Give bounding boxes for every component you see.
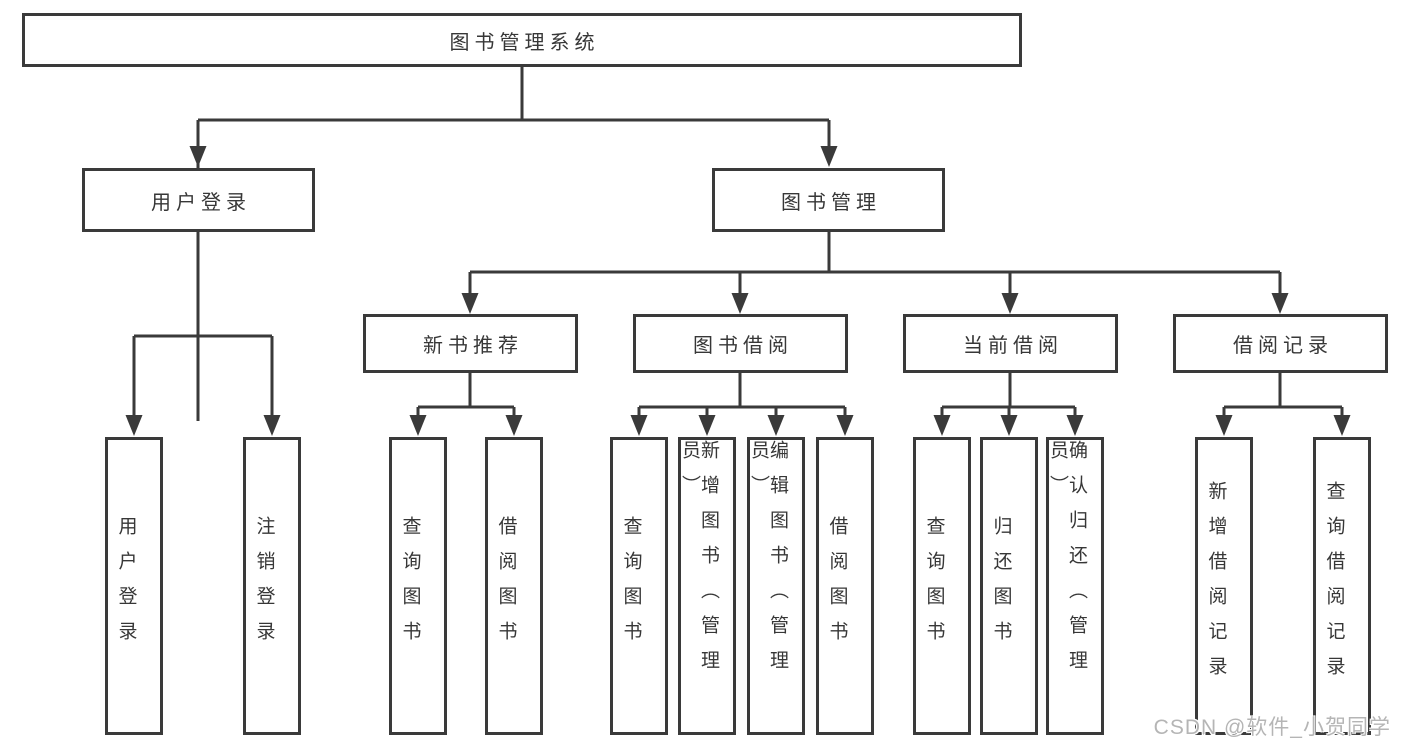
node-new-book-recommend-label: 新书推荐: [423, 335, 523, 357]
node-root: 图书管理系统: [22, 13, 1022, 67]
arrowhead: [461, 293, 479, 314]
node-user-login: 用户登录: [82, 168, 315, 232]
watermark: CSDN @软件_小贺同学: [1153, 716, 1391, 739]
node-book-management: 图书管理: [712, 168, 945, 232]
node-leaf-borrow-borrow-books: 借阅图书: [816, 437, 874, 735]
node-borrow-records-label: 借阅记录: [1233, 335, 1333, 357]
arrowhead: [189, 146, 207, 167]
connector-lines: [132, 67, 1344, 421]
node-current-borrow: 当前借阅: [903, 314, 1118, 373]
arrowhead: [630, 415, 648, 436]
arrowhead: [1000, 415, 1018, 436]
node-leaf-recommend-borrow-books: 借阅图书: [485, 437, 543, 735]
arrowhead: [1333, 415, 1351, 436]
arrowhead: [820, 146, 838, 167]
arrowhead: [767, 415, 785, 436]
arrowhead: [731, 293, 749, 314]
node-root-label: 图书管理系统: [449, 31, 600, 54]
arrowhead: [698, 415, 716, 436]
leaf-label: 新增借阅记录: [1205, 481, 1227, 691]
node-leaf-borrow-add-books-admin: 新增图书（管理员）: [678, 437, 736, 735]
node-leaf-current-return-books: 归还图书: [980, 437, 1038, 735]
node-new-book-recommend: 新书推荐: [363, 314, 578, 373]
node-leaf-records-add-record: 新增借阅记录: [1195, 437, 1253, 735]
arrowhead: [409, 415, 427, 436]
leaf-label: 确认归还（管理员）: [1047, 440, 1087, 685]
leaf-label: 查询图书: [923, 516, 945, 656]
leaf-label: 借阅图书: [826, 516, 848, 656]
arrowhead: [836, 415, 854, 436]
node-book-management-label: 图书管理: [781, 191, 881, 214]
node-leaf-borrow-edit-books-admin: 编辑图书（管理员）: [747, 437, 805, 735]
node-leaf-borrow-query-books: 查询图书: [610, 437, 668, 735]
arrowhead: [933, 415, 951, 436]
node-book-borrow: 图书借阅: [633, 314, 848, 373]
arrowhead: [1215, 415, 1233, 436]
leaf-label: 注销登录: [253, 516, 275, 656]
arrowhead: [505, 415, 523, 436]
arrowhead: [1001, 293, 1019, 314]
node-leaf-current-confirm-return-admin: 确认归还（管理员）: [1046, 437, 1104, 735]
leaf-label: 编辑图书（管理员）: [748, 440, 788, 685]
leaf-label: 查询借阅记录: [1323, 481, 1345, 691]
leaf-label: 新增图书（管理员）: [679, 440, 719, 685]
node-user-login-label: 用户登录: [151, 191, 251, 214]
node-leaf-current-query-books: 查询图书: [913, 437, 971, 735]
node-leaf-recommend-query-books: 查询图书: [389, 437, 447, 735]
leaf-label: 查询图书: [399, 516, 421, 656]
arrowhead: [1066, 415, 1084, 436]
node-book-borrow-label: 图书借阅: [693, 335, 793, 357]
leaf-label: 归还图书: [990, 516, 1012, 656]
node-leaf-records-query-record: 查询借阅记录: [1313, 437, 1371, 735]
node-leaf-user-login: 用户登录: [105, 437, 163, 735]
node-current-borrow-label: 当前借阅: [963, 335, 1063, 357]
leaf-label: 借阅图书: [495, 516, 517, 656]
arrowhead: [263, 415, 281, 436]
leaf-label: 用户登录: [115, 516, 137, 656]
arrowhead: [125, 415, 143, 436]
node-borrow-records: 借阅记录: [1173, 314, 1388, 373]
leaf-label: 查询图书: [620, 516, 642, 656]
node-leaf-logout: 注销登录: [243, 437, 301, 735]
arrowhead: [1271, 293, 1289, 314]
